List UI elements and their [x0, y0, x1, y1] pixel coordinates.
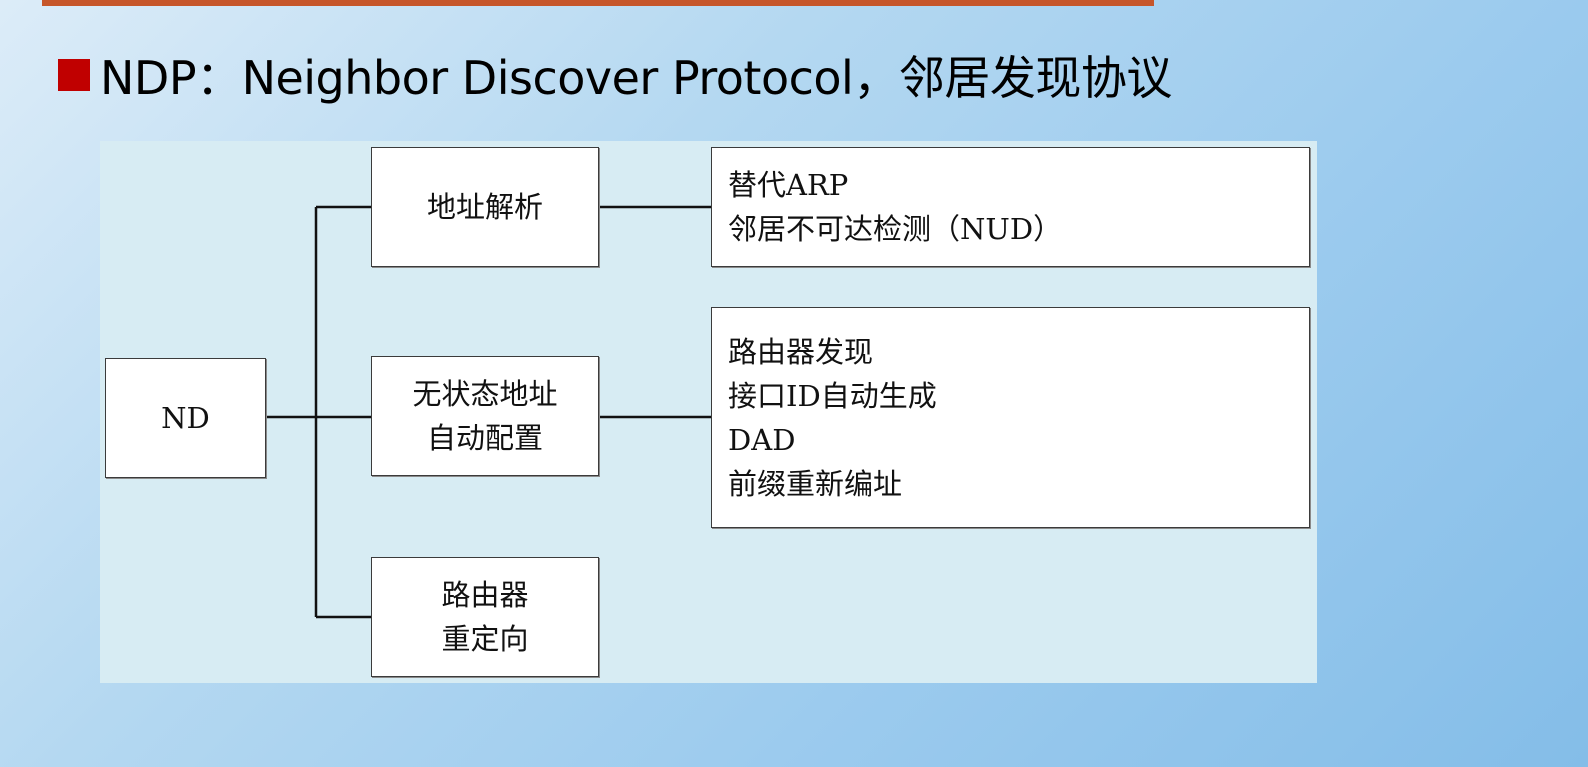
branch-node-line: 重定向: [441, 622, 529, 656]
branch-node-router-redirect: 路由器 重定向: [371, 557, 599, 677]
detail-item: 替代ARP: [728, 168, 849, 202]
title-text: NDP：Neighbor Discover Protocol，邻居发现协议: [100, 51, 1172, 105]
branch-node-line: 路由器: [441, 578, 529, 612]
branch-node-stateless-autoconfig: 无状态地址 自动配置: [371, 356, 599, 476]
branch-node-line: 无状态地址: [412, 377, 558, 411]
detail-box-address-resolution: 替代ARP 邻居不可达检测（NUD）: [711, 147, 1310, 267]
detail-item: 路由器发现: [728, 334, 874, 369]
square-bullet-icon: [58, 59, 90, 91]
detail-item: 邻居不可达检测（NUD）: [728, 212, 1063, 246]
detail-box-stateless-autoconfig: 路由器发现 接口ID自动生成 DAD 前缀重新编址: [711, 307, 1310, 528]
branch-node-line: 地址解析: [426, 190, 543, 224]
slide-title: NDP：Neighbor Discover Protocol，邻居发现协议: [58, 40, 1172, 110]
title-accent-bar: [42, 0, 1154, 6]
root-node-label: ND: [161, 401, 210, 435]
detail-item: 接口ID自动生成: [728, 378, 937, 413]
detail-item: DAD: [728, 422, 796, 457]
branch-node-line: 自动配置: [426, 421, 543, 455]
detail-item: 前缀重新编址: [728, 466, 903, 501]
branch-node-address-resolution: 地址解析: [371, 147, 599, 267]
root-node-nd: ND: [105, 358, 266, 478]
